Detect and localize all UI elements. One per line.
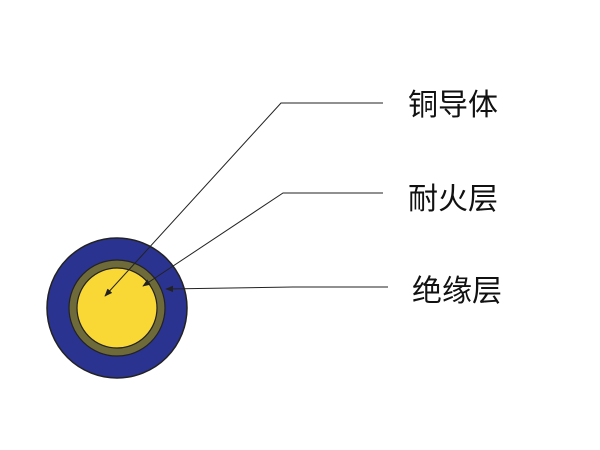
fire-layer-leader-line: [142, 192, 383, 287]
fire-layer-label: 耐火层: [408, 182, 498, 217]
copper-conductor: [76, 267, 158, 349]
conductor-leader-line: [104, 102, 383, 297]
insulation-label: 绝缘层: [412, 274, 502, 309]
conductor-label: 铜导体: [408, 88, 498, 123]
insulation-leader-line: [165, 285, 388, 293]
